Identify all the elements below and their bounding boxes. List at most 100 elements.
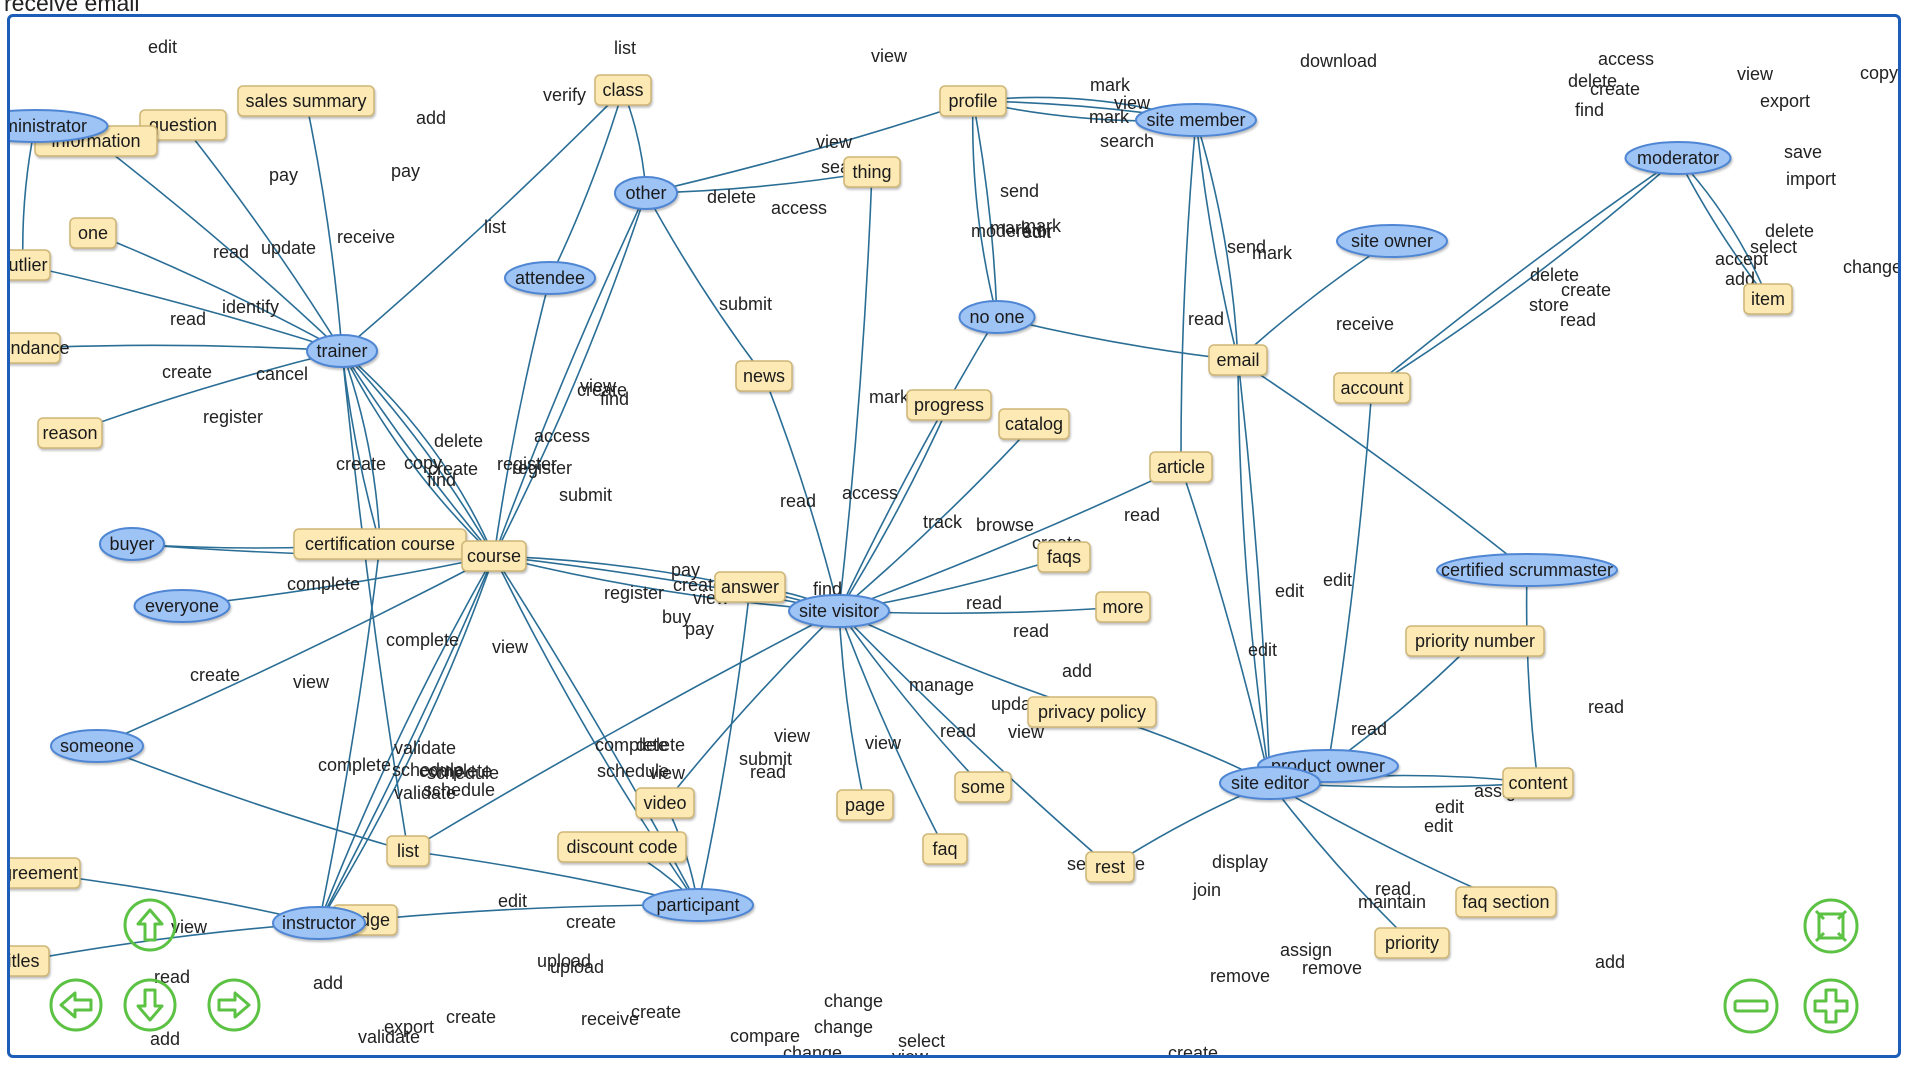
actor-node[interactable]: someone: [50, 729, 144, 763]
actor-node[interactable]: instructor: [272, 906, 366, 940]
fit-to-screen-button[interactable]: [1802, 897, 1860, 955]
actor-ellipse: [1135, 103, 1257, 137]
edge-label: create: [577, 380, 627, 400]
edge-label: read: [1188, 309, 1224, 329]
actor-ellipse: [306, 334, 378, 368]
zoom-out-button[interactable]: [1722, 977, 1780, 1035]
node-label: class: [602, 80, 643, 100]
pan-right-button[interactable]: [206, 977, 262, 1033]
object-node[interactable]: sales summary: [237, 85, 375, 117]
actor-node[interactable]: moderator: [1624, 141, 1732, 175]
edge: [96, 745, 410, 855]
object-node[interactable]: faqs: [1037, 541, 1091, 573]
actor-node[interactable]: no one: [958, 300, 1036, 334]
object-node[interactable]: reason: [37, 417, 103, 449]
object-node[interactable]: certification course: [293, 528, 467, 560]
object-node[interactable]: profile: [939, 85, 1007, 117]
object-box: [386, 835, 430, 867]
actor-node[interactable]: participant: [642, 888, 754, 922]
edge: [341, 350, 495, 557]
object-node[interactable]: faq: [922, 833, 968, 865]
edge: [838, 610, 869, 807]
actor-node[interactable]: attendee: [504, 261, 596, 295]
pan-left-button[interactable]: [48, 977, 104, 1033]
object-node[interactable]: course: [461, 540, 527, 572]
edge-label: delete: [707, 187, 756, 207]
node-label: outlier: [10, 255, 48, 275]
edge: [318, 554, 496, 924]
object-node[interactable]: discount code: [557, 831, 687, 863]
edges-layer: [16, 88, 1770, 966]
node-label: one: [78, 223, 108, 243]
actor-node[interactable]: site visitor: [788, 594, 890, 628]
pan-down-button[interactable]: [122, 977, 178, 1033]
edge-label: edit: [148, 37, 177, 57]
object-node[interactable]: answer: [714, 571, 786, 603]
node-label: other: [625, 183, 666, 203]
object-box: [922, 833, 968, 865]
object-node[interactable]: titles: [10, 945, 50, 977]
actor-node[interactable]: certified scrummaster: [1436, 553, 1618, 587]
node-label: certification course: [305, 534, 455, 554]
object-node[interactable]: item: [1743, 283, 1793, 315]
object-node[interactable]: catalog: [998, 408, 1070, 440]
edge-label: delete: [636, 735, 685, 755]
object-node[interactable]: class: [594, 74, 652, 106]
object-node[interactable]: outlier: [10, 249, 51, 281]
actor-node[interactable]: trainer: [306, 334, 378, 368]
object-node[interactable]: article: [1149, 451, 1213, 483]
edge-label: cancel: [256, 364, 308, 384]
object-node[interactable]: priority: [1374, 927, 1450, 959]
pan-up-button[interactable]: [122, 897, 178, 953]
actor-node[interactable]: buyer: [99, 527, 165, 561]
actor-node[interactable]: site editor: [1219, 766, 1321, 800]
object-node[interactable]: question: [139, 109, 227, 141]
object-node[interactable]: progress: [906, 389, 992, 421]
object-node[interactable]: privacy policy: [1027, 696, 1157, 728]
object-node[interactable]: more: [1095, 591, 1151, 623]
actor-node[interactable]: administrator: [10, 109, 109, 143]
node-label: instructor: [282, 913, 356, 933]
edge: [645, 98, 975, 194]
object-node[interactable]: faq section: [1455, 886, 1557, 918]
object-node[interactable]: content: [1502, 767, 1574, 799]
object-node[interactable]: video: [635, 787, 695, 819]
object-node[interactable]: one: [69, 217, 117, 249]
actor-ellipse: [1219, 766, 1321, 800]
object-node[interactable]: attendance: [10, 332, 70, 364]
actor-node[interactable]: everyone: [133, 589, 231, 623]
edge-label: access: [771, 198, 827, 218]
edge-label: view: [1114, 93, 1151, 113]
edge-label: export: [384, 1017, 434, 1037]
actor-node[interactable]: site owner: [1336, 224, 1448, 258]
object-node[interactable]: thing: [843, 156, 901, 188]
edge: [318, 554, 497, 924]
object-node[interactable]: some: [954, 771, 1012, 803]
edge-label: complete: [595, 735, 668, 755]
object-box: [557, 831, 687, 863]
object-node[interactable]: news: [735, 360, 793, 392]
object-node[interactable]: agreement: [10, 857, 81, 889]
edge-label: read: [1375, 879, 1411, 899]
edge-label: mark: [1252, 243, 1293, 263]
object-node[interactable]: priority number: [1405, 625, 1545, 657]
object-box: [906, 389, 992, 421]
actor-node[interactable]: site member: [1135, 103, 1257, 137]
edge-label: receive: [337, 227, 395, 247]
edge-label: assign: [1280, 940, 1332, 960]
object-box: [1027, 696, 1157, 728]
node-label: profile: [948, 91, 997, 111]
object-node[interactable]: list: [386, 835, 430, 867]
actor-ellipse: [642, 888, 754, 922]
edge-label: delete: [1765, 221, 1814, 241]
object-node[interactable]: email: [1208, 344, 1268, 376]
actor-node[interactable]: other: [614, 176, 678, 210]
edge-label: create: [1561, 280, 1611, 300]
object-node[interactable]: page: [836, 789, 894, 821]
zoom-in-button[interactable]: [1802, 977, 1860, 1035]
object-node[interactable]: rest: [1085, 851, 1135, 883]
object-node[interactable]: account: [1333, 372, 1411, 404]
edge: [645, 192, 765, 378]
